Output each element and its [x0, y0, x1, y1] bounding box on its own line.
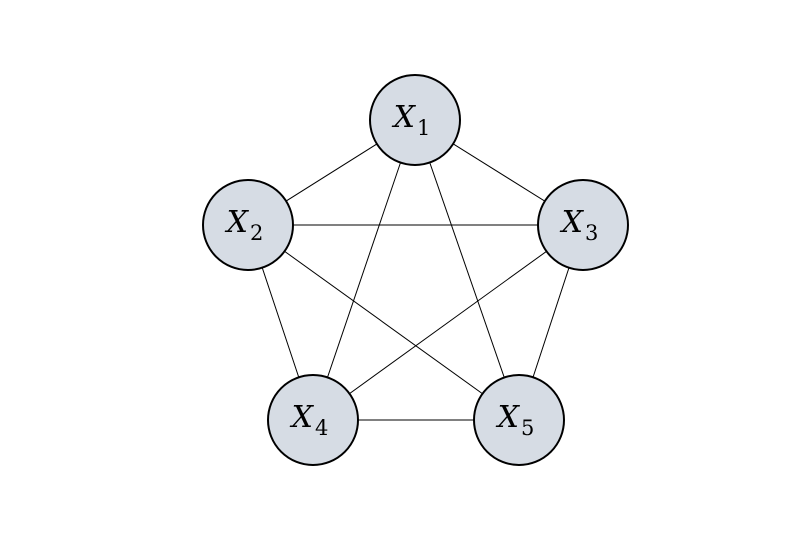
node-circle: [267, 374, 359, 466]
node-subscript: 3: [585, 221, 598, 245]
edge-x3-x4: [312, 224, 584, 421]
node-label: X4: [290, 400, 329, 440]
node-label: X5: [496, 400, 535, 440]
nodes-layer: X1 X2 X3 X4 X5: [202, 74, 629, 466]
node-var: X: [225, 205, 250, 240]
node-x2: X2: [202, 179, 294, 271]
edge-x1-x5: [414, 119, 520, 421]
node-var: X: [392, 100, 417, 135]
edge-x2-x5: [247, 224, 520, 421]
node-subscript: 4: [315, 416, 328, 440]
node-x5: X5: [473, 374, 565, 466]
node-var: X: [496, 400, 521, 435]
node-var: X: [560, 205, 585, 240]
node-label: X2: [225, 205, 264, 245]
node-var: X: [290, 400, 315, 435]
node-label: X3: [560, 205, 599, 245]
node-circle: [369, 74, 461, 166]
edge-x1-x4: [312, 119, 416, 421]
node-label: X1: [392, 100, 431, 140]
node-subscript: 1: [417, 116, 430, 140]
node-circle: [537, 179, 629, 271]
node-subscript: 5: [521, 416, 534, 440]
node-circle: [473, 374, 565, 466]
node-x4: X4: [267, 374, 359, 466]
node-x1: X1: [369, 74, 461, 166]
node-circle: [202, 179, 294, 271]
node-subscript: 2: [250, 221, 263, 245]
node-x3: X3: [537, 179, 629, 271]
